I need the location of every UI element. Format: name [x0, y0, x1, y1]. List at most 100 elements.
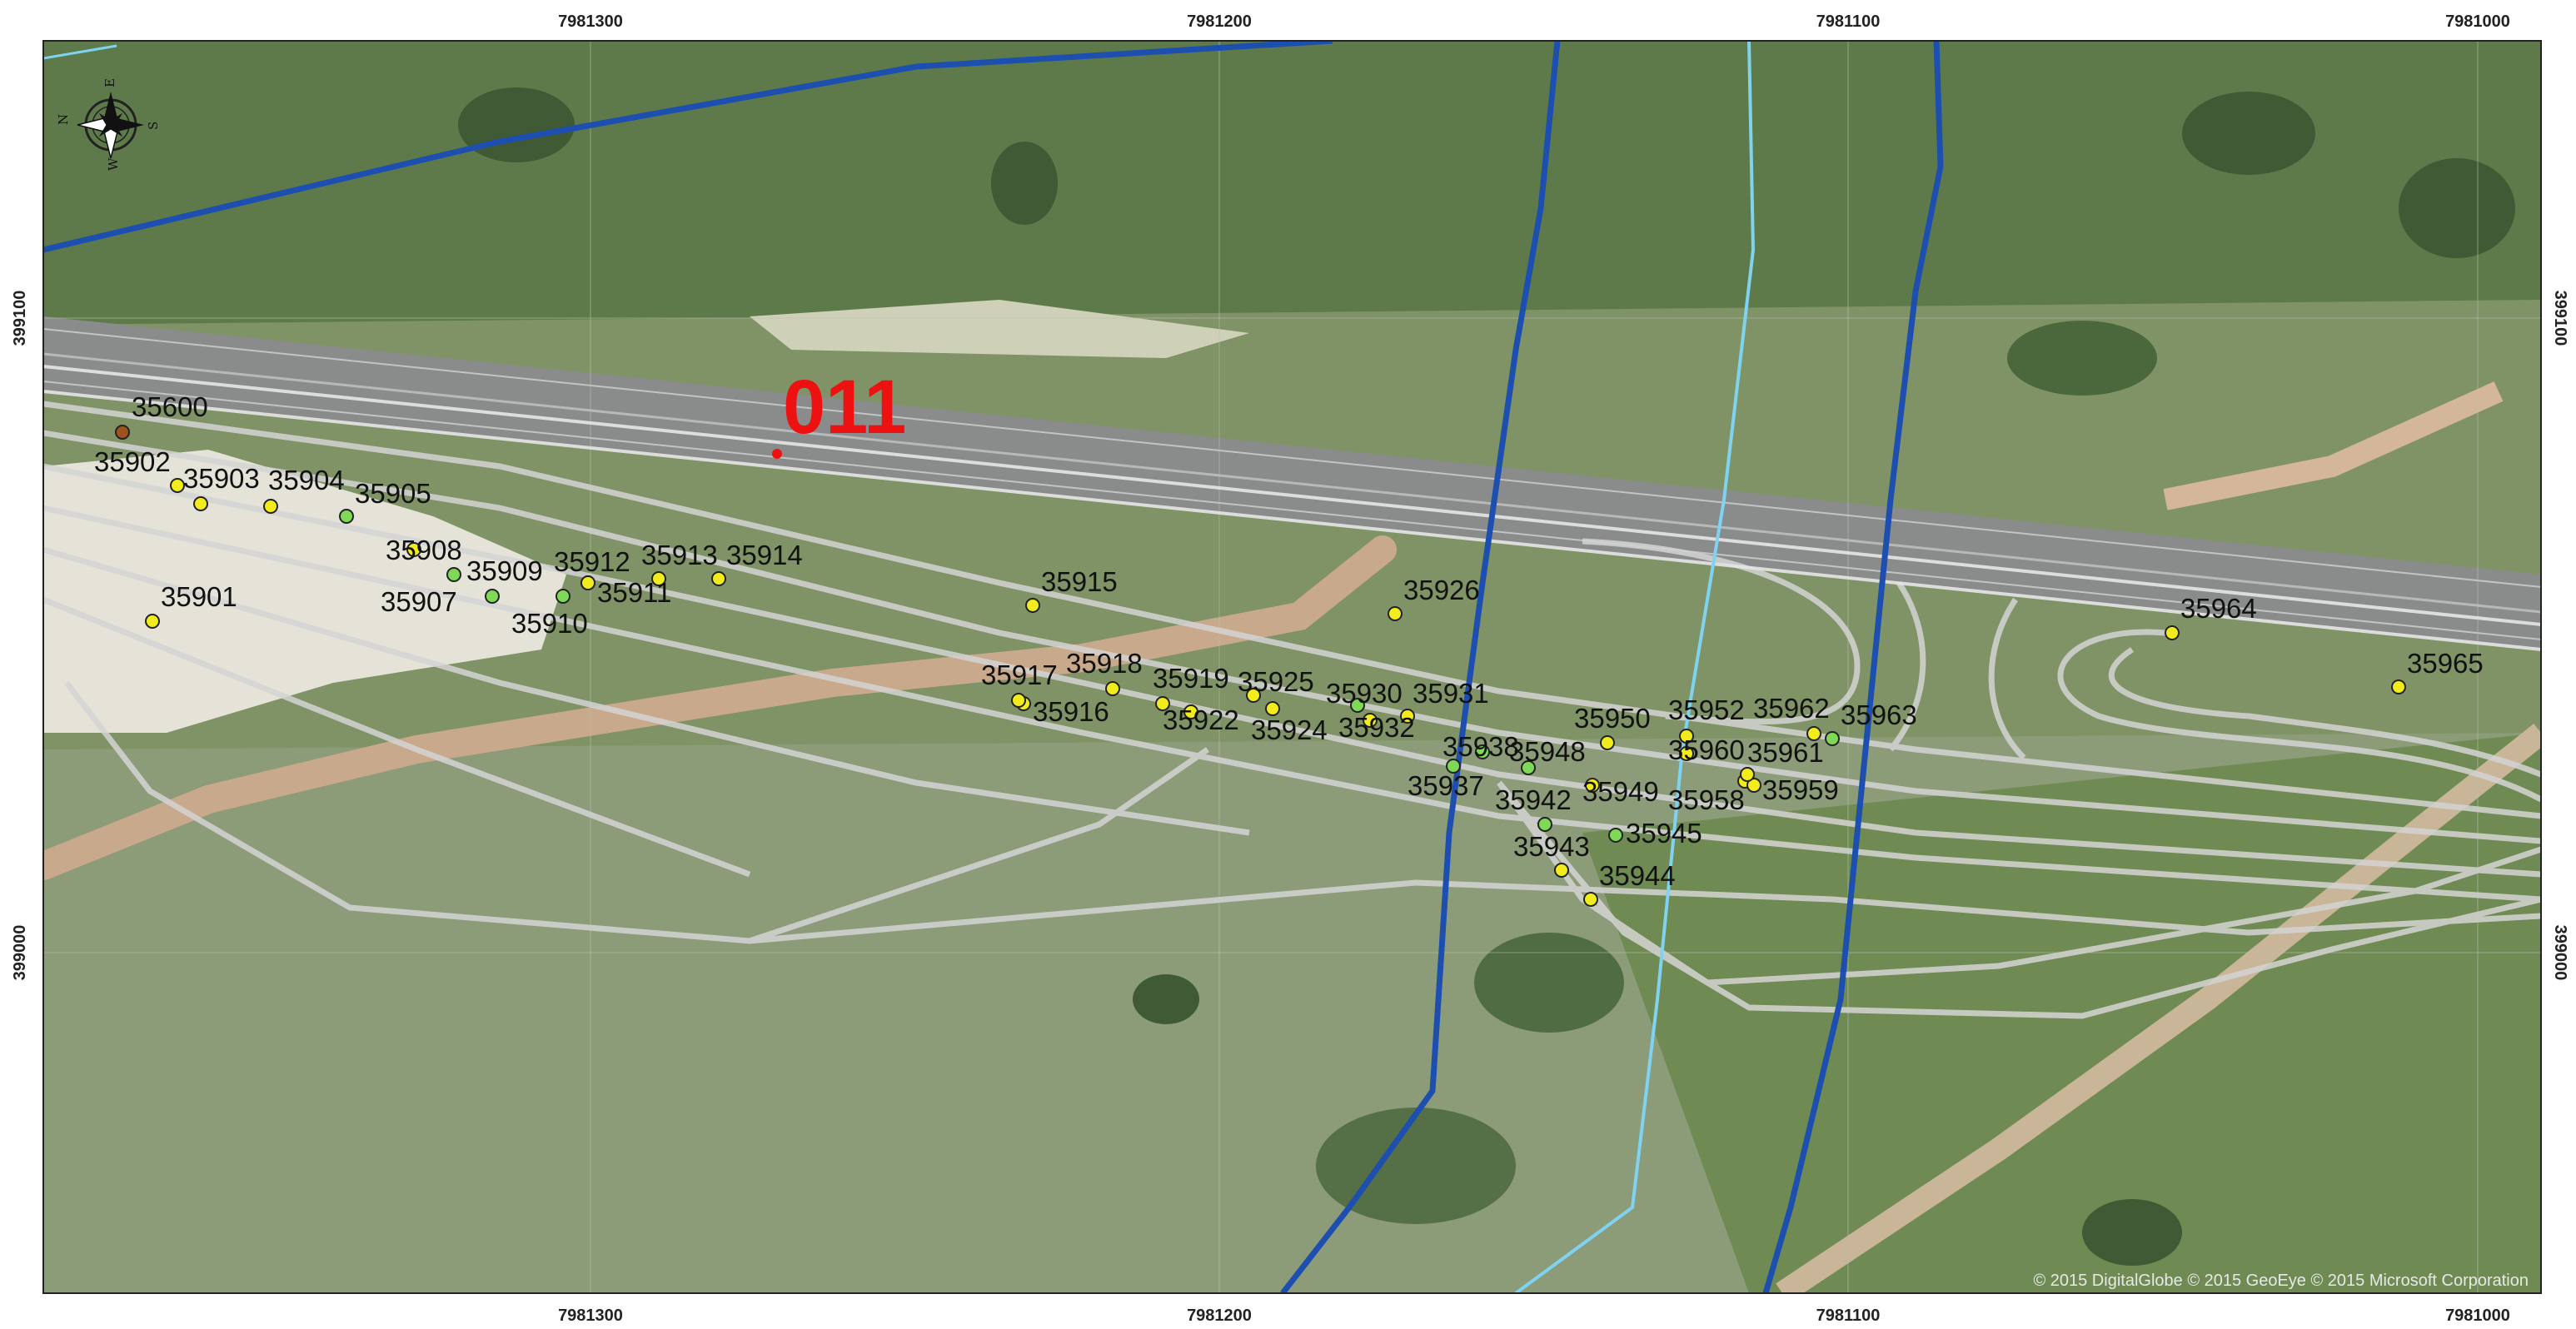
- sample-point-label: 35901: [161, 581, 237, 612]
- left-tick-label: 399100: [11, 291, 29, 346]
- sample-point-35964[interactable]: [2165, 625, 2180, 640]
- bottom-tick-label: 7981200: [1187, 1307, 1252, 1325]
- left-coordinate-ticks: 399100 399000: [11, 291, 29, 981]
- sample-point-label: 35904: [268, 465, 345, 495]
- compass-e-label: E: [102, 78, 117, 87]
- sample-point-35925[interactable]: [1246, 688, 1261, 703]
- sample-point-label: 35917: [981, 660, 1058, 690]
- sample-point-label: 35937: [1408, 770, 1484, 801]
- sample-point-35932[interactable]: [1363, 713, 1378, 728]
- sample-point-label: 35943: [1513, 831, 1590, 862]
- sample-point-35950[interactable]: [1600, 735, 1615, 750]
- sample-point-label: 35925: [1238, 666, 1314, 697]
- top-tick-label: 7981000: [2445, 12, 2510, 31]
- sample-point-label: 35949: [1582, 776, 1659, 807]
- sample-point-35912[interactable]: [580, 575, 595, 590]
- left-tick-label: 399000: [11, 925, 29, 981]
- sample-point-label: 35932: [1338, 712, 1415, 743]
- compass-rose-icon: N E S W: [56, 78, 161, 171]
- sample-point-35905[interactable]: [339, 509, 354, 524]
- sample-point-35942[interactable]: [1537, 817, 1552, 832]
- sample-point-label: 35938: [1442, 731, 1519, 762]
- compass-s-label: S: [146, 122, 161, 130]
- sample-point-35959[interactable]: [1746, 778, 1761, 793]
- sample-point-label: 35912: [554, 546, 630, 577]
- sample-point-35913[interactable]: [651, 571, 666, 586]
- right-coordinate-ticks: 399100 399000: [2551, 291, 2569, 981]
- sample-point-35924[interactable]: [1265, 701, 1280, 716]
- sample-point-label: 35964: [2180, 593, 2257, 624]
- sample-point-label: 35958: [1668, 784, 1745, 815]
- sample-point-label: 35961: [1747, 737, 1824, 768]
- sample-point-35960[interactable]: [1679, 746, 1694, 761]
- sample-point-35965[interactable]: [2391, 679, 2406, 694]
- sample-point-35961[interactable]: [1740, 767, 1755, 782]
- sample-point-35922[interactable]: [1183, 704, 1198, 719]
- sample-point-35918[interactable]: [1105, 681, 1120, 696]
- sample-point-label: 35915: [1041, 566, 1118, 597]
- bottom-tick-label: 7981100: [1816, 1307, 1881, 1325]
- sample-point-35909[interactable]: [485, 589, 500, 604]
- top-tick-label: 7981200: [1187, 12, 1252, 31]
- sample-point-35944[interactable]: [1583, 892, 1598, 907]
- sample-point-35938[interactable]: [1475, 744, 1490, 759]
- sample-point-35919[interactable]: [1155, 696, 1170, 711]
- area-label: 011: [783, 365, 906, 450]
- sample-point-label: 35948: [1509, 736, 1586, 767]
- sample-point-label: 35910: [511, 608, 588, 639]
- sample-point-35903[interactable]: [193, 496, 208, 511]
- sample-point-label: 35922: [1163, 704, 1239, 735]
- sample-point-label: 35909: [466, 555, 543, 586]
- sample-points-layer: [115, 425, 2406, 907]
- sample-point-label: 35924: [1251, 714, 1328, 745]
- sample-point-label: 35600: [132, 391, 208, 422]
- sample-point-label: 35962: [1753, 693, 1830, 724]
- sample-point-label: 35913: [641, 540, 718, 570]
- right-tick-label: 399100: [2551, 291, 2569, 346]
- sample-point-label: 35965: [2407, 648, 2484, 679]
- sample-point-label: 35916: [1033, 696, 1109, 727]
- sample-point-35963[interactable]: [1825, 731, 1840, 746]
- area-marker-dot[interactable]: [772, 449, 782, 459]
- sample-point-35949[interactable]: [1585, 778, 1600, 793]
- sample-point-label: 35960: [1668, 734, 1745, 765]
- sample-point-35910[interactable]: [556, 589, 571, 604]
- sample-point-35901[interactable]: [145, 614, 160, 629]
- sample-point-35937[interactable]: [1446, 759, 1461, 774]
- sample-point-label: 35908: [386, 535, 462, 565]
- sample-point-label: 35942: [1495, 784, 1572, 815]
- sample-point-label: 35903: [183, 463, 260, 494]
- bottom-tick-label: 7981300: [558, 1307, 623, 1325]
- sample-point-35908[interactable]: [406, 542, 421, 557]
- sample-point-35904[interactable]: [263, 499, 278, 514]
- sample-point-35930[interactable]: [1350, 698, 1365, 713]
- compass-n-label: N: [56, 114, 71, 125]
- survey-lines: [43, 401, 2541, 1019]
- sample-point-35962[interactable]: [1806, 726, 1821, 741]
- bottom-tick-label: 7981000: [2445, 1307, 2510, 1325]
- imagery-copyright: © 2015 DigitalGlobe © 2015 GeoEye © 2015…: [2033, 1272, 2529, 1290]
- sample-point-label: 35950: [1574, 703, 1651, 734]
- sample-point-35907[interactable]: [446, 567, 461, 582]
- sample-point-label: 35919: [1153, 663, 1229, 694]
- sample-point-35931[interactable]: [1400, 709, 1415, 724]
- sample-point-35914[interactable]: [711, 571, 726, 586]
- road-lines: [43, 365, 2541, 651]
- sample-point-35917[interactable]: [1011, 693, 1026, 708]
- sample-point-35943[interactable]: [1554, 863, 1569, 878]
- sample-point-35926[interactable]: [1388, 606, 1403, 621]
- sample-point-35600[interactable]: [115, 425, 130, 440]
- map-frame: [42, 40, 2542, 1294]
- sample-point-35948[interactable]: [1521, 760, 1536, 775]
- sample-point-35945[interactable]: [1608, 828, 1623, 843]
- top-tick-label: 7981100: [1816, 12, 1881, 31]
- compass-w-label: W: [106, 157, 121, 171]
- sample-point-35915[interactable]: [1025, 598, 1040, 613]
- sample-point-35952[interactable]: [1679, 729, 1694, 744]
- sample-point-label: 35931: [1413, 678, 1489, 709]
- sample-point-label: 35959: [1762, 774, 1839, 805]
- sample-point-label: 35930: [1326, 678, 1403, 709]
- sample-point-35902[interactable]: [170, 478, 185, 493]
